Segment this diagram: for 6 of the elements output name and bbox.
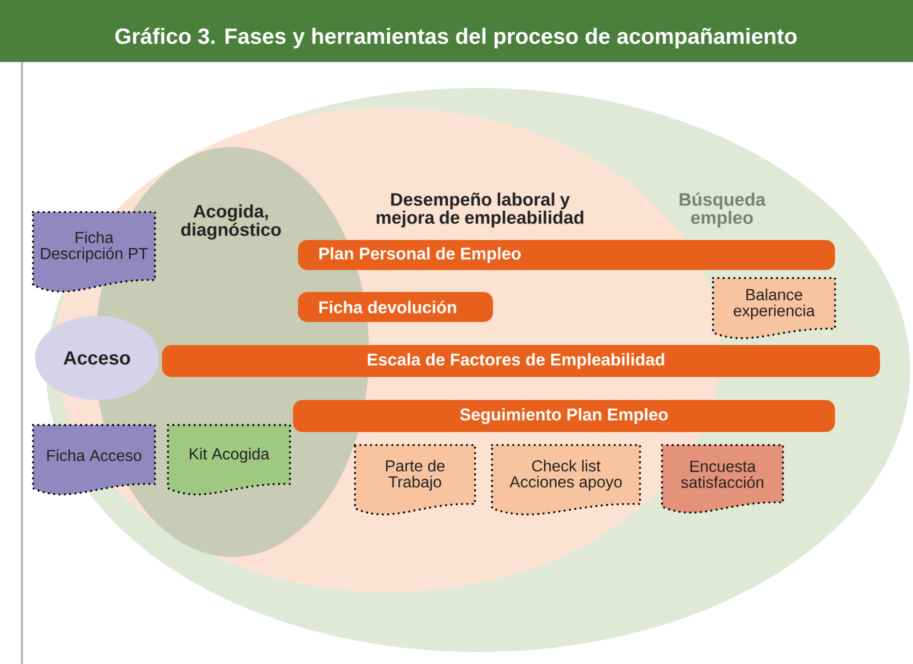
phase-oval: Acceso bbox=[35, 316, 159, 400]
tool-bar: Escala de Factores de Empleabilidad bbox=[162, 345, 880, 377]
tool-bar: Plan Personal de Empleo bbox=[298, 240, 835, 270]
tool-bar: Ficha devolución bbox=[298, 292, 493, 322]
title-band: Gráfico 3. Fases y herramientas del proceso de acompañamiento bbox=[0, 0, 913, 62]
tool-bar: Seguimiento Plan Empleo bbox=[293, 400, 835, 432]
